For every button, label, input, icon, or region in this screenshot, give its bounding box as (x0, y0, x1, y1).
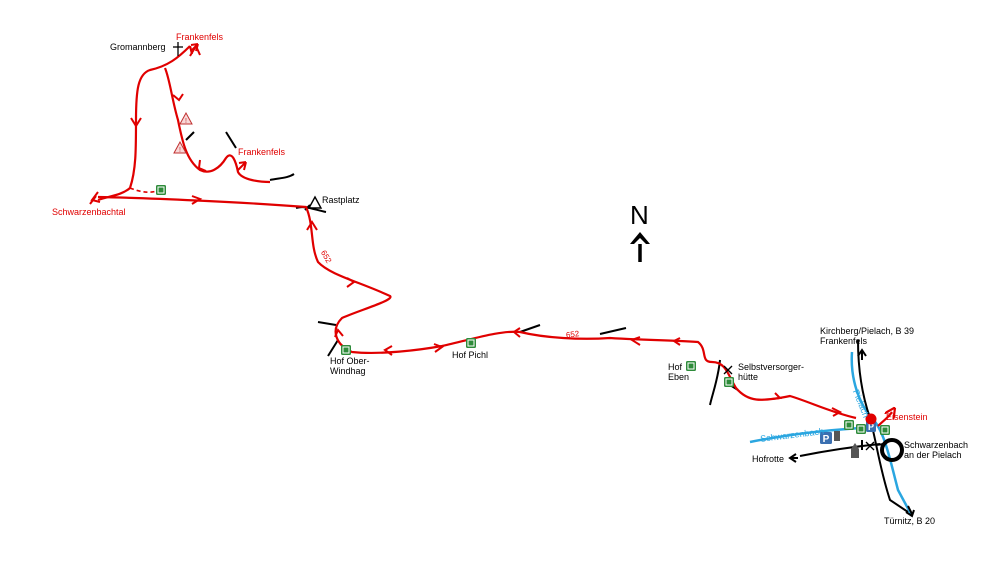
crossed-swords-icon (723, 365, 875, 451)
label-road-652-b: 652 (565, 329, 580, 340)
hut-icon (156, 185, 890, 435)
start-point-icon (865, 413, 877, 425)
label-selbstversorgerhuette: Selbstversorger- hütte (738, 362, 805, 382)
label-gromannberg: Gromannberg (110, 42, 166, 52)
label-rastplatz: Rastplatz (322, 195, 360, 205)
svg-text:P: P (868, 422, 874, 432)
label-frankenfels-top: Frankenfels (176, 32, 224, 42)
label-hof-eben: Hof Eben (668, 362, 690, 382)
warning-triangle-icon: ! ! (173, 111, 193, 154)
hiking-route (97, 45, 892, 427)
label-hofrotte: Hofrotte (752, 454, 785, 464)
svg-text:!: ! (185, 118, 187, 125)
road-network (185, 131, 909, 513)
svg-text:!: ! (179, 147, 181, 154)
label-schwarzenbach-town: Schwarzenbach an der Pielach (904, 440, 969, 460)
route-spur-dashed (129, 187, 161, 193)
label-frankenfels-mid: Frankenfels (238, 147, 286, 157)
summit-cross-icon (173, 42, 183, 56)
svg-text:P: P (823, 434, 830, 445)
label-hof-ober-windhag: Hof Ober- Windhag (330, 356, 370, 376)
label-kirchberg: Kirchberg/Pielach, B 39 Frankenfels (820, 326, 915, 346)
north-arrow-icon (630, 232, 650, 262)
church-icon (834, 431, 859, 458)
label-schwarzenbachtal: Schwarzenbachtal (52, 207, 126, 217)
town-ring-icon (880, 438, 904, 462)
road-exit-arrows (788, 348, 915, 518)
route-direction-arrows (89, 43, 843, 417)
label-eisenstein: Eisenstein (886, 412, 928, 422)
rest-area-triangle-icon (307, 195, 323, 209)
label-tuernitz: Türnitz, B 20 (884, 516, 936, 526)
label-hof-pichl: Hof Pichl (452, 350, 489, 360)
north-label: N (630, 200, 649, 230)
